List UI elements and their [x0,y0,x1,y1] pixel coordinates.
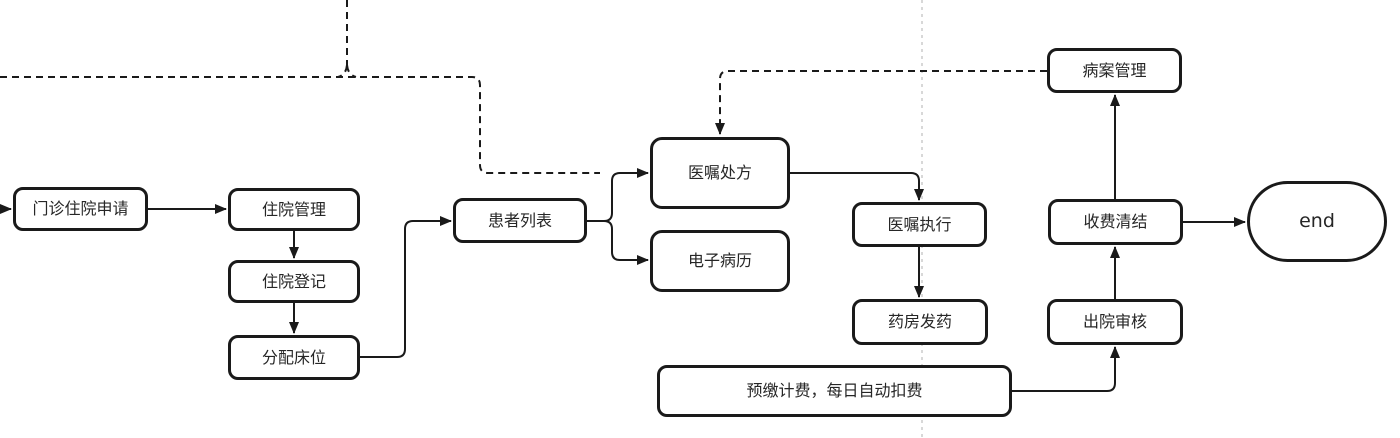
node-label: 医嘱处方 [687,163,752,183]
node-label: 病案管理 [1082,60,1147,80]
node-pharmacy-dispensing[interactable]: 药房发药 [852,299,988,345]
node-medical-record-management[interactable]: 病案管理 [1047,48,1182,93]
node-fee-settlement[interactable]: 收费清结 [1048,199,1183,245]
node-label: 分配床位 [261,347,326,367]
node-label: 医嘱执行 [887,214,952,234]
node-label: end [1299,210,1335,233]
node-patient-list[interactable]: 患者列表 [453,198,587,243]
node-label: 住院管理 [261,199,326,219]
node-end-terminator[interactable]: end [1247,181,1387,262]
node-doctor-order-prescription[interactable]: 医嘱处方 [650,137,790,209]
node-label: 电子病历 [687,251,752,271]
node-label: 住院登记 [261,271,326,291]
node-admission-registration[interactable]: 住院登记 [228,260,360,303]
edge-prescription-to-order-execution [790,172,924,201]
node-label: 收费清结 [1083,212,1148,232]
node-label: 出院审核 [1082,312,1147,332]
node-label: 预缴计费，每日自动扣费 [746,381,923,401]
edge-medical-record-to-prescription [715,70,1047,135]
node-prepaid-billing[interactable]: 预缴计费，每日自动扣费 [657,365,1012,417]
edge-patient-list-to-emr [587,220,649,265]
edge-offscreen-left-to-prescription [0,76,600,174]
node-label: 药房发药 [887,312,952,332]
node-label: 患者列表 [487,210,552,230]
node-electronic-medical-record[interactable]: 电子病历 [650,230,790,292]
edge-patient-list-to-prescription [587,168,649,222]
node-outpatient-admission-request[interactable]: 门诊住院申请 [13,187,148,231]
node-order-execution[interactable]: 医嘱执行 [852,202,987,247]
node-inpatient-management[interactable]: 住院管理 [228,188,360,231]
edge-prepaid-billing-to-discharge-review [1012,346,1120,392]
edge-bed-allocation-to-patient-list [360,216,452,358]
node-discharge-review[interactable]: 出院审核 [1047,299,1183,345]
node-bed-allocation[interactable]: 分配床位 [228,335,360,380]
node-label: 门诊住院申请 [32,199,129,219]
edge-offscreen-top-junction [337,0,357,78]
